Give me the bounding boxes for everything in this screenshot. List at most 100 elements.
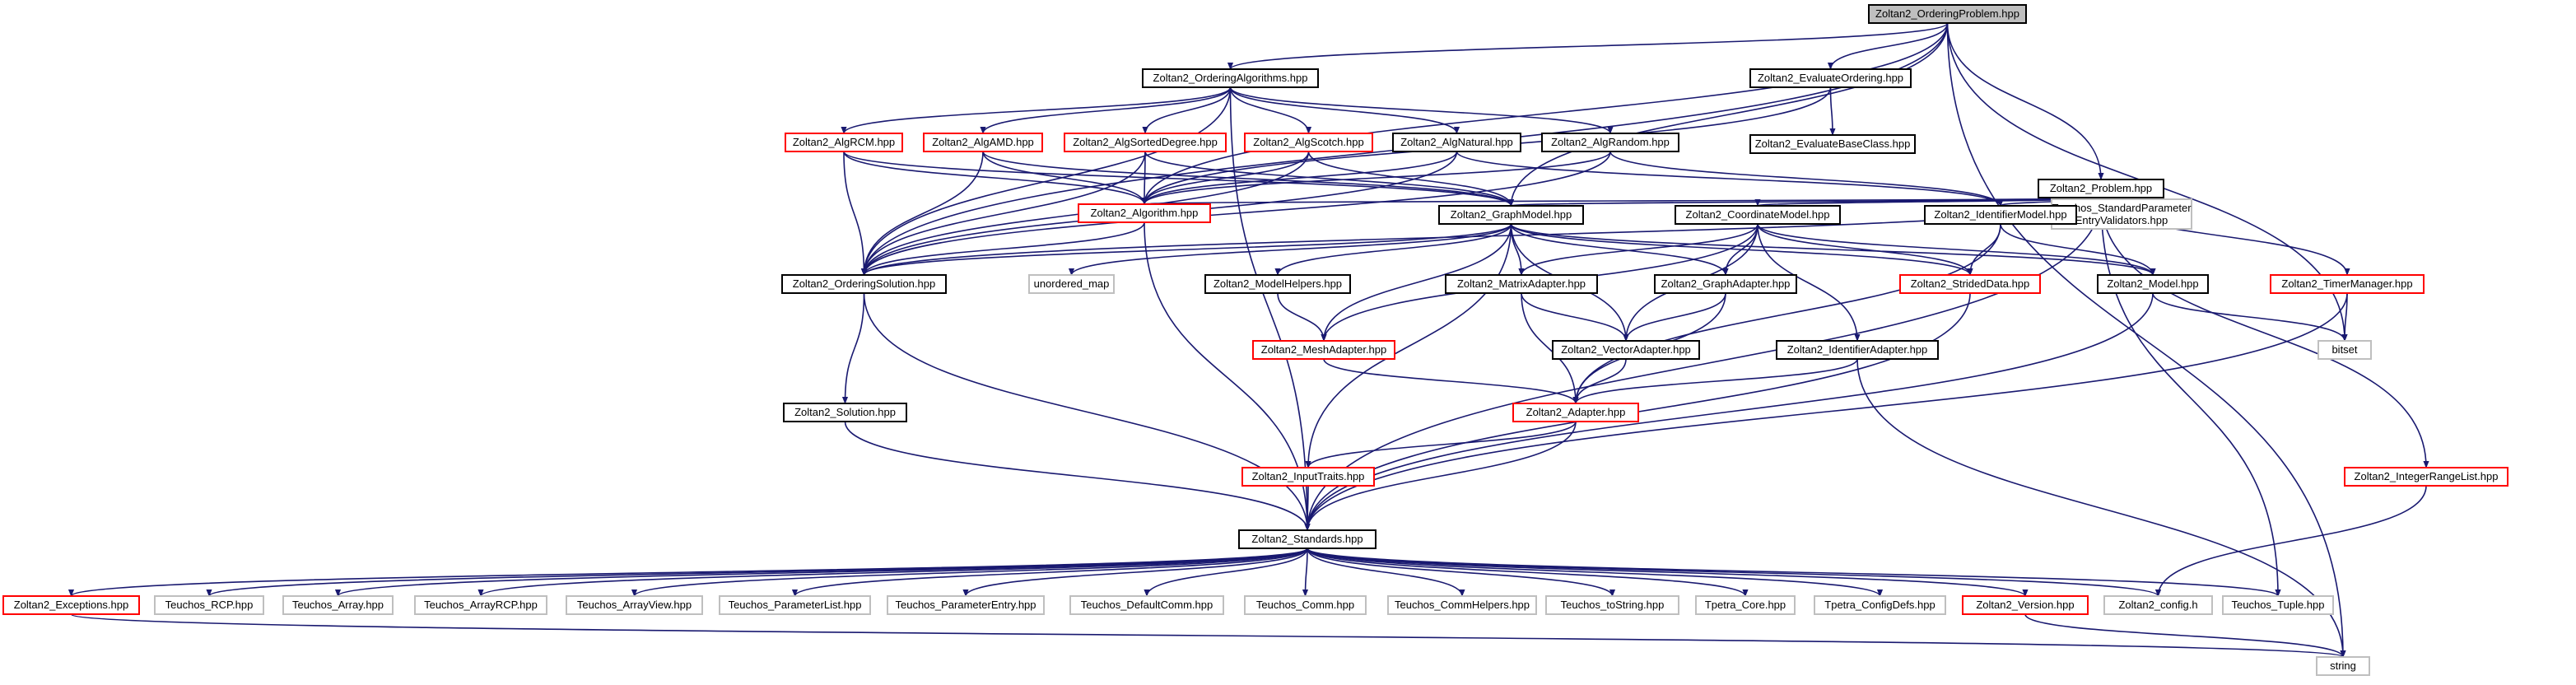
node-box xyxy=(1814,595,1946,615)
node-random[interactable]: Zoltan2_AlgRandom.hpp xyxy=(1541,133,1679,152)
node-label: Zoltan2_EvaluateOrdering.hpp xyxy=(1758,72,1903,84)
edge-standards-to-tpetraconfig xyxy=(1307,548,1883,597)
node-standards[interactable]: Zoltan2_Standards.hpp xyxy=(1238,529,1377,549)
node-version[interactable]: Zoltan2_Version.hpp xyxy=(1962,595,2089,615)
node-modelhelpers[interactable]: Zoltan2_ModelHelpers.hpp xyxy=(1204,274,1351,294)
node-tpetraconfig[interactable]: Tpetra_ConfigDefs.hpp xyxy=(1814,595,1946,615)
node-solution[interactable]: Zoltan2_Solution.hpp xyxy=(783,403,907,422)
node-box xyxy=(2097,274,2209,294)
edge-standards-to-paramlist xyxy=(792,548,1308,597)
node-paramentry[interactable]: Teuchos_ParameterEntry.hpp xyxy=(887,595,1045,615)
edge-line xyxy=(860,86,1232,276)
node-tpetracore[interactable]: Tpetra_Core.hpp xyxy=(1695,595,1796,615)
node-bitset[interactable]: bitset xyxy=(2317,340,2372,360)
edge-line xyxy=(1510,223,2156,276)
node-box xyxy=(923,133,1043,152)
node-label: Zoltan2_AlgSortedDegree.hpp xyxy=(1073,136,1218,148)
edge-ordalg-to-ordsol xyxy=(860,86,1232,276)
node-graphmodel[interactable]: Zoltan2_GraphModel.hpp xyxy=(1438,205,1584,225)
node-array[interactable]: Teuchos_Array.hpp xyxy=(282,595,394,615)
node-label: Teuchos_StandardParameter xyxy=(2052,202,2192,214)
node-label: Zoltan2_ModelHelpers.hpp xyxy=(1213,277,1342,290)
edge-line xyxy=(1141,151,1148,205)
edge-line xyxy=(1302,548,1309,597)
edge-line xyxy=(70,613,2345,658)
node-label: Zoltan2_AlgNatural.hpp xyxy=(1400,136,1513,148)
edge-matrixadapter-to-vectoradapter xyxy=(1521,292,1629,342)
node-exceptions[interactable]: Zoltan2_Exceptions.hpp xyxy=(2,595,140,615)
edge-inputtraits-to-standards xyxy=(1304,485,1311,531)
edge-line xyxy=(1307,548,1616,597)
edge-line xyxy=(841,292,865,404)
edge-rcm-to-graphmodel xyxy=(843,151,1514,207)
node-arrayview[interactable]: Teuchos_ArrayView.hpp xyxy=(566,595,703,615)
edge-line xyxy=(1967,223,2001,276)
node-algorithm[interactable]: Zoltan2_Algorithm.hpp xyxy=(1078,203,1211,223)
node-tostring[interactable]: Teuchos_toString.hpp xyxy=(1545,595,1679,615)
node-paramlist[interactable]: Teuchos_ParameterList.hpp xyxy=(719,595,871,615)
node-idmodel[interactable]: Zoltan2_IdentifierModel.hpp xyxy=(1924,205,2077,225)
node-vectoradapter[interactable]: Zoltan2_VectorAdapter.hpp xyxy=(1552,340,1700,360)
node-scotch[interactable]: Zoltan2_AlgScotch.hpp xyxy=(1244,133,1373,152)
node-timer[interactable]: Zoltan2_TimerManager.hpp xyxy=(2270,274,2425,294)
node-graphadapter[interactable]: Zoltan2_GraphAdapter.hpp xyxy=(1654,274,1797,294)
edge-coordmodel-to-strided xyxy=(1757,223,1973,276)
node-intrange[interactable]: Zoltan2_IntegerRangeList.hpp xyxy=(2344,467,2508,487)
node-box xyxy=(414,595,547,615)
node-arrayrcp[interactable]: Teuchos_ArrayRCP.hpp xyxy=(414,595,547,615)
node-strided[interactable]: Zoltan2_StridedData.hpp xyxy=(1899,274,2041,294)
node-label: Zoltan2_config.h xyxy=(2118,599,2197,611)
node-string[interactable]: string xyxy=(2316,656,2370,676)
node-box xyxy=(1069,595,1224,615)
node-root[interactable]: Zoltan2_OrderingProblem.hpp xyxy=(1868,4,2027,24)
node-rcm[interactable]: Zoltan2_AlgRCM.hpp xyxy=(785,133,903,152)
node-box xyxy=(785,133,903,152)
node-sorted[interactable]: Zoltan2_AlgSortedDegree.hpp xyxy=(1064,133,1227,152)
node-label: EntryValidators.hpp xyxy=(2075,214,2168,226)
node-box xyxy=(1545,595,1679,615)
node-evalbase[interactable]: Zoltan2_EvaluateBaseClass.hpp xyxy=(1749,134,1916,154)
node-commhelpers[interactable]: Teuchos_CommHelpers.hpp xyxy=(1387,595,1537,615)
node-meshadapter[interactable]: Zoltan2_MeshAdapter.hpp xyxy=(1252,340,1395,360)
edge-standards-to-arrayview xyxy=(631,548,1308,597)
node-matrixadapter[interactable]: Zoltan2_MatrixAdapter.hpp xyxy=(1445,274,1598,294)
node-label: Zoltan2_IdentifierModel.hpp xyxy=(1934,208,2066,221)
edge-line xyxy=(1572,223,2001,404)
node-label: Zoltan2_Problem.hpp xyxy=(2050,182,2152,194)
node-box xyxy=(2103,595,2213,615)
edge-line xyxy=(1307,548,2161,597)
edge-line xyxy=(1304,292,2154,531)
node-model[interactable]: Zoltan2_Model.hpp xyxy=(2097,274,2209,294)
node-box xyxy=(1392,133,1521,152)
node-idadapter[interactable]: Zoltan2_IdentifierAdapter.hpp xyxy=(1776,340,1939,360)
node-config[interactable]: Zoltan2_config.h xyxy=(2103,595,2213,615)
node-label: Zoltan2_MeshAdapter.hpp xyxy=(1261,343,1387,356)
node-coordmodel[interactable]: Zoltan2_CoordinateModel.hpp xyxy=(1675,205,1841,225)
node-defcomm[interactable]: Teuchos_DefaultComm.hpp xyxy=(1069,595,1224,615)
edge-amd-to-algorithm xyxy=(982,151,1148,205)
edge-idmodel-to-model xyxy=(2000,223,2156,276)
node-unordmap[interactable]: unordered_map xyxy=(1028,274,1115,294)
edge-scotch-to-graphmodel xyxy=(1307,151,1515,207)
node-amd[interactable]: Zoltan2_AlgAMD.hpp xyxy=(923,133,1043,152)
node-label: Teuchos_ParameterEntry.hpp xyxy=(895,599,1036,611)
node-rcp[interactable]: Teuchos_RCP.hpp xyxy=(154,595,264,615)
node-box xyxy=(781,274,947,294)
node-problem[interactable]: Zoltan2_Problem.hpp xyxy=(2038,179,2164,198)
node-tuple[interactable]: Teuchos_Tuple.hpp xyxy=(2222,595,2334,615)
node-label: Zoltan2_AlgScotch.hpp xyxy=(1253,136,1363,148)
node-box xyxy=(1899,274,2041,294)
node-ordsol[interactable]: Zoltan2_OrderingSolution.hpp xyxy=(781,274,947,294)
node-comm[interactable]: Teuchos_Comm.hpp xyxy=(1244,595,1367,615)
node-evalord[interactable]: Zoltan2_EvaluateOrdering.hpp xyxy=(1749,68,1912,88)
edge-standards-to-exceptions xyxy=(68,548,1308,597)
node-box xyxy=(2038,179,2164,198)
node-inputtraits[interactable]: Zoltan2_InputTraits.hpp xyxy=(1241,467,1375,487)
edge-line xyxy=(1572,358,1858,404)
node-adapter[interactable]: Zoltan2_Adapter.hpp xyxy=(1512,403,1639,422)
edge-ordalg-to-sorted xyxy=(1142,86,1232,134)
node-box xyxy=(2344,467,2508,487)
node-natural[interactable]: Zoltan2_AlgNatural.hpp xyxy=(1392,133,1521,152)
node-ordalg[interactable]: Zoltan2_OrderingAlgorithms.hpp xyxy=(1142,68,1319,88)
edge-meshadapter-to-adapter xyxy=(1323,358,1579,404)
